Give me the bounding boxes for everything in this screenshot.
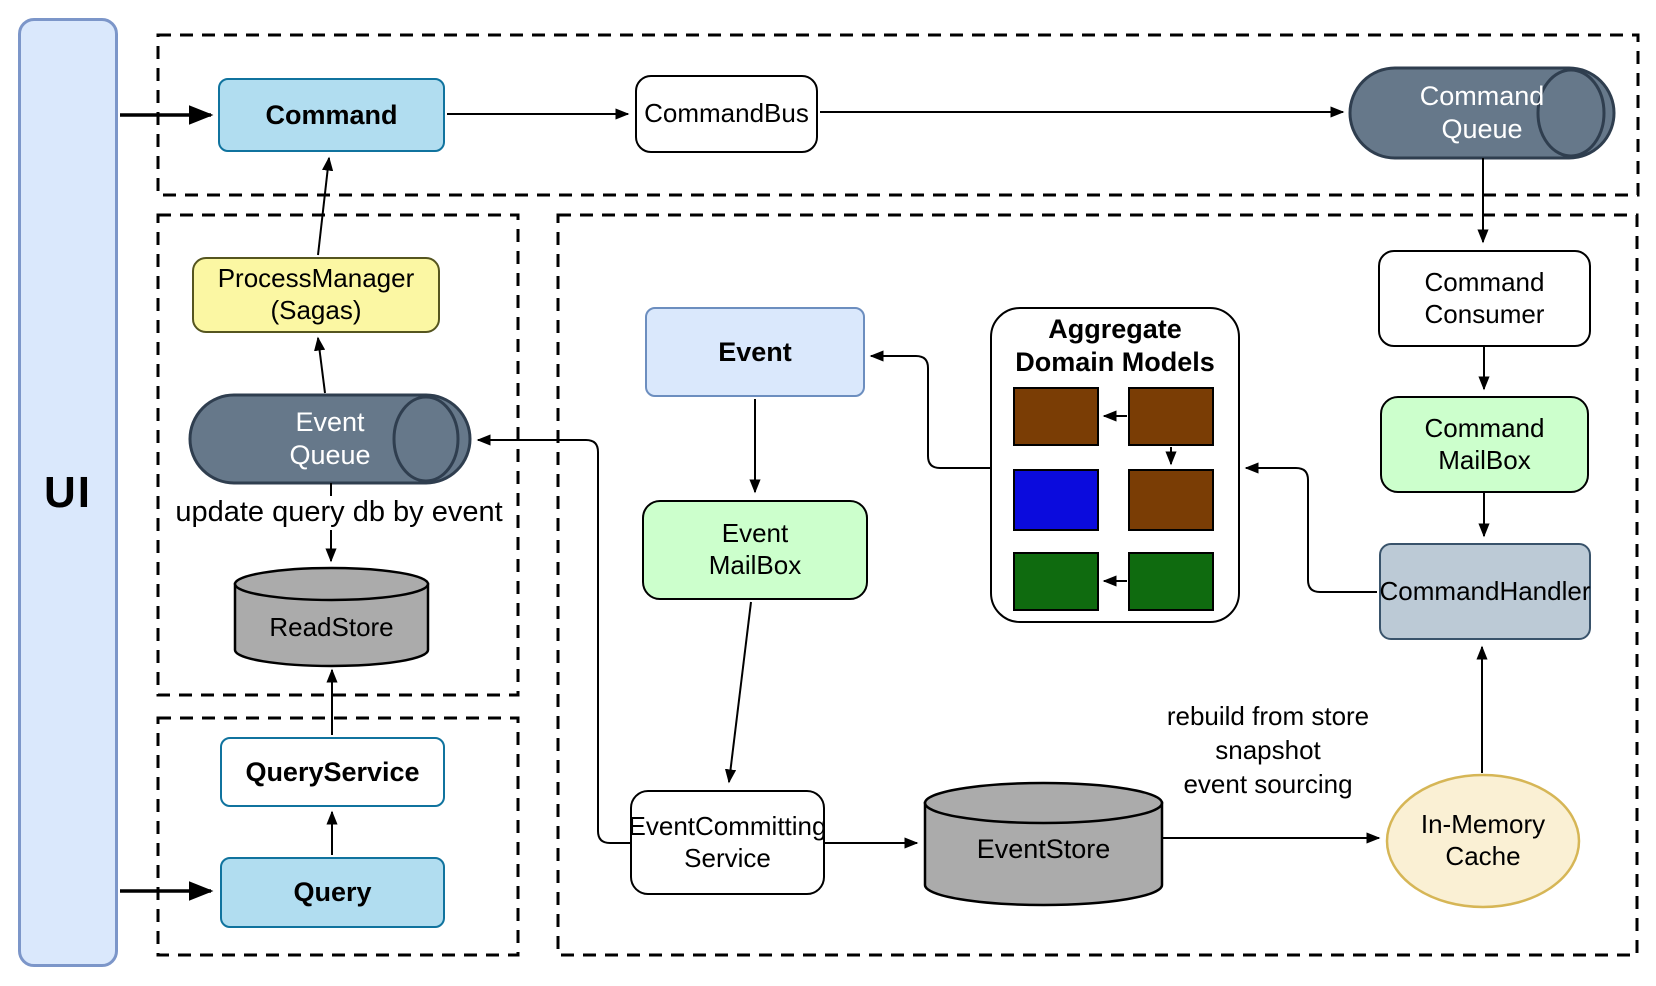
process-manager-node: ProcessManager (Sagas) (192, 257, 440, 333)
aggregate-square-blue (1013, 469, 1099, 531)
arrow-aggregate-to-event (869, 350, 990, 469)
arrow-processmanager-to-command (317, 156, 334, 256)
query-node: Query (220, 857, 445, 928)
command-handler-node: CommandHandler (1379, 543, 1591, 640)
aggregate-square-brown-3 (1128, 469, 1214, 531)
aggregate-square-brown-1 (1013, 387, 1099, 446)
arrow-handler-to-aggregate (1244, 462, 1377, 593)
query-side-container (156, 716, 520, 957)
event-committing-service-node: EventCommitting Service (629, 790, 826, 895)
event-mailbox-node: Event MailBox (642, 500, 868, 600)
aggregate-square-green-2 (1128, 552, 1214, 611)
event-node: Event (645, 307, 865, 397)
event-projection-container (156, 213, 520, 697)
command-queue-cylinder (1348, 66, 1616, 160)
command-mailbox-node: Command MailBox (1380, 396, 1589, 493)
arrow-eventmailbox-to-committing (724, 601, 752, 784)
command-bus-node: CommandBus (635, 75, 818, 153)
aggregate-model-squares (1013, 387, 1214, 611)
command-consumer-node: Command Consumer (1378, 250, 1591, 347)
in-memory-cache-ellipse (1385, 773, 1581, 909)
aggregate-square-green-1 (1013, 552, 1099, 611)
aggregate-square-brown-2 (1128, 387, 1214, 446)
event-store-cylinder (923, 781, 1164, 907)
read-store-cylinder (233, 566, 430, 668)
domain-side-container (556, 213, 1639, 957)
command-node: Command (218, 78, 445, 152)
arrow-eventqueue-to-processmanager (314, 336, 326, 394)
ui-node: UI (18, 18, 118, 967)
arrow-committing-to-eventqueue (476, 434, 630, 844)
event-queue-cylinder (188, 393, 472, 485)
query-service-node: QueryService (220, 737, 445, 807)
